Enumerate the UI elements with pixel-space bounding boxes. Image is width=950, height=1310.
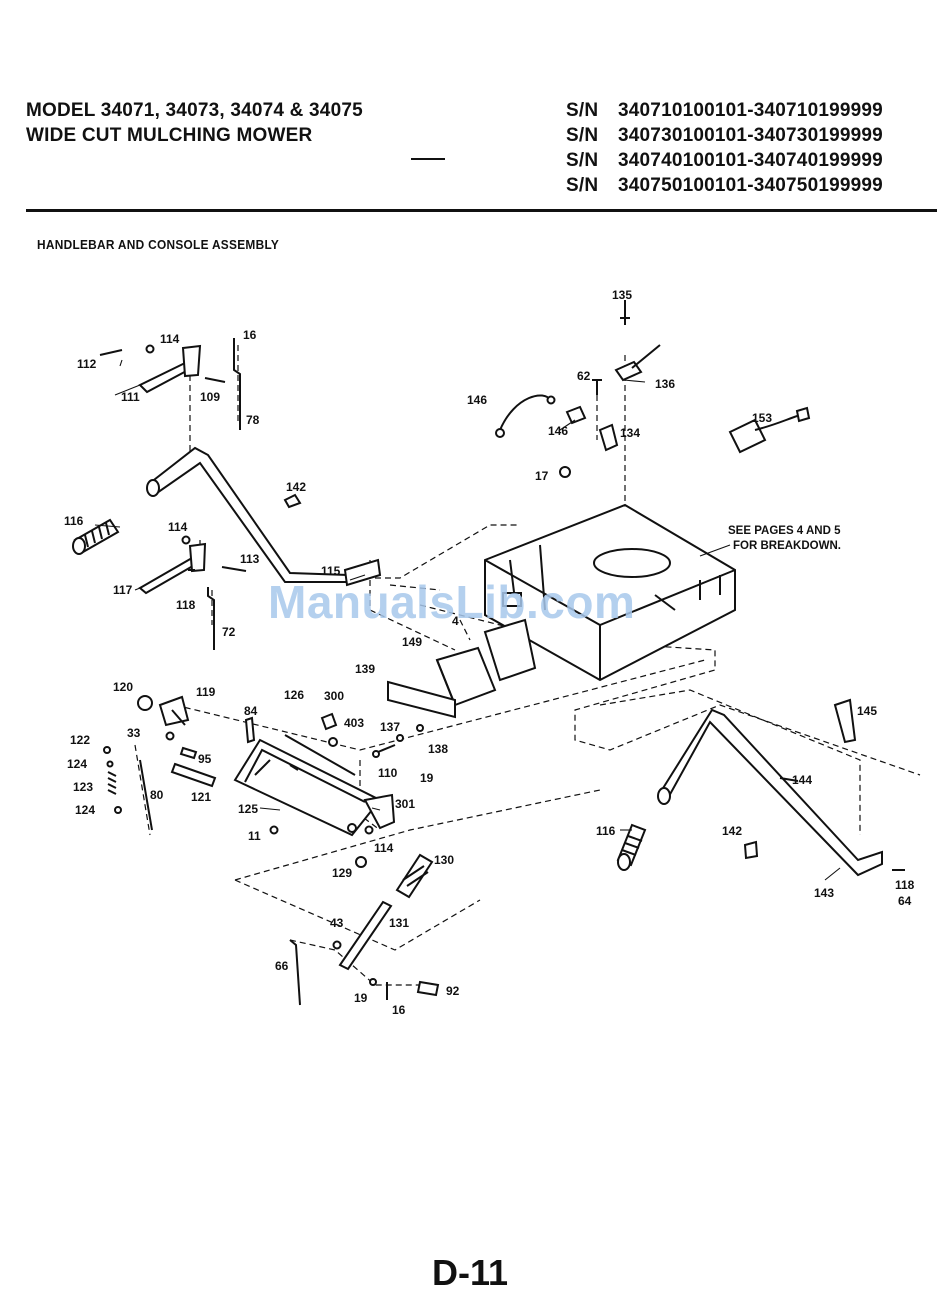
callout-142: 142 [286, 480, 306, 494]
callout-72: 72 [222, 625, 236, 639]
callout-117: 117 [113, 583, 133, 597]
callout-114: 114 [168, 520, 188, 534]
callout-120: 120 [113, 680, 133, 694]
callout-135: 135 [612, 288, 632, 302]
header-dash [411, 158, 445, 160]
callout-143: 143 [814, 886, 834, 900]
callout-144: 144 [792, 773, 812, 787]
model-header: MODEL 34071, 34073, 34074 & 34075 WIDE C… [26, 98, 363, 148]
product-line: WIDE CUT MULCHING MOWER [26, 125, 313, 146]
left-handlebar [72, 446, 382, 587]
callout-137: 137 [380, 720, 400, 734]
callout-124: 124 [75, 803, 95, 817]
callout-114: 114 [374, 841, 394, 855]
callout-11: 11 [248, 829, 261, 843]
header-rule [26, 209, 937, 212]
callout-142: 142 [722, 824, 742, 838]
left-lever-lower [138, 493, 302, 650]
callout-84: 84 [244, 704, 258, 718]
model-line: MODEL 34071, 34073, 34074 & 34075 [26, 100, 363, 121]
callout-119: 119 [196, 685, 216, 699]
callout-62: 62 [577, 369, 591, 383]
callout-115: 115 [321, 564, 341, 578]
watermark: ManualsLib.com [268, 576, 636, 628]
breakdown-note-line1: SEE PAGES 4 AND 5 [728, 525, 841, 537]
right-handlebar [616, 698, 905, 877]
callout-134: 134 [620, 426, 640, 440]
callout-43: 43 [330, 916, 344, 930]
callout-95: 95 [198, 752, 212, 766]
leader-lines [94, 359, 841, 881]
callout-33: 33 [127, 726, 141, 740]
callout-19: 19 [354, 991, 368, 1005]
callout-113: 113 [240, 552, 260, 566]
callout-118: 118 [176, 598, 196, 612]
callout-126: 126 [284, 688, 304, 702]
page-number: D-11 [432, 1252, 509, 1293]
callout-17: 17 [535, 469, 549, 483]
callout-149: 149 [402, 635, 422, 649]
callout-130: 130 [434, 853, 454, 867]
callout-146: 146 [548, 424, 568, 438]
callout-145: 145 [857, 704, 877, 718]
callout-136: 136 [655, 377, 675, 391]
callout-66: 66 [275, 959, 289, 973]
console-chassis [484, 503, 736, 682]
callout-111: 111 [121, 390, 140, 404]
callout-121: 121 [191, 790, 211, 804]
callout-114: 114 [160, 332, 180, 346]
callout-118: 118 [895, 878, 915, 892]
callout-153: 153 [752, 411, 772, 425]
callout-112: 112 [77, 357, 97, 371]
callout-146: 146 [467, 393, 487, 407]
callout-301: 301 [395, 797, 415, 811]
switch-cluster [495, 300, 811, 478]
callout-403: 403 [344, 716, 364, 730]
callout-109: 109 [200, 390, 220, 404]
callout-64: 64 [898, 894, 912, 908]
callout-116: 116 [64, 514, 84, 528]
section-title: HANDLEBAR AND CONSOLE ASSEMBLY [37, 238, 280, 252]
breakdown-note-line2: FOR BREAKDOWN. [733, 540, 841, 552]
callout-139: 139 [355, 662, 375, 676]
left-lever-upper [99, 338, 241, 430]
callout-131: 131 [389, 916, 409, 930]
callout-92: 92 [446, 984, 460, 998]
callout-116: 116 [596, 824, 616, 838]
callout-4: 4 [452, 614, 459, 628]
callout-124: 124 [67, 757, 87, 771]
callout-labels: 135 136 62 146 146 134 153 17 112 114 16… [64, 288, 915, 1017]
callout-16: 16 [243, 328, 257, 342]
callout-80: 80 [150, 788, 164, 802]
bail-handle-parts [289, 853, 440, 1006]
callout-16: 16 [392, 1003, 406, 1017]
control-panel-assembly [103, 695, 424, 868]
assembly-dashed-lines [134, 345, 921, 986]
callout-123: 123 [73, 780, 93, 794]
callout-138: 138 [428, 742, 448, 756]
callout-122: 122 [70, 733, 90, 747]
callout-78: 78 [246, 413, 260, 427]
callout-19: 19 [420, 771, 434, 785]
callout-125: 125 [238, 802, 258, 816]
battery-assembly [387, 618, 537, 719]
callout-110: 110 [378, 766, 398, 780]
callout-129: 129 [332, 866, 352, 880]
callout-300: 300 [324, 689, 344, 703]
